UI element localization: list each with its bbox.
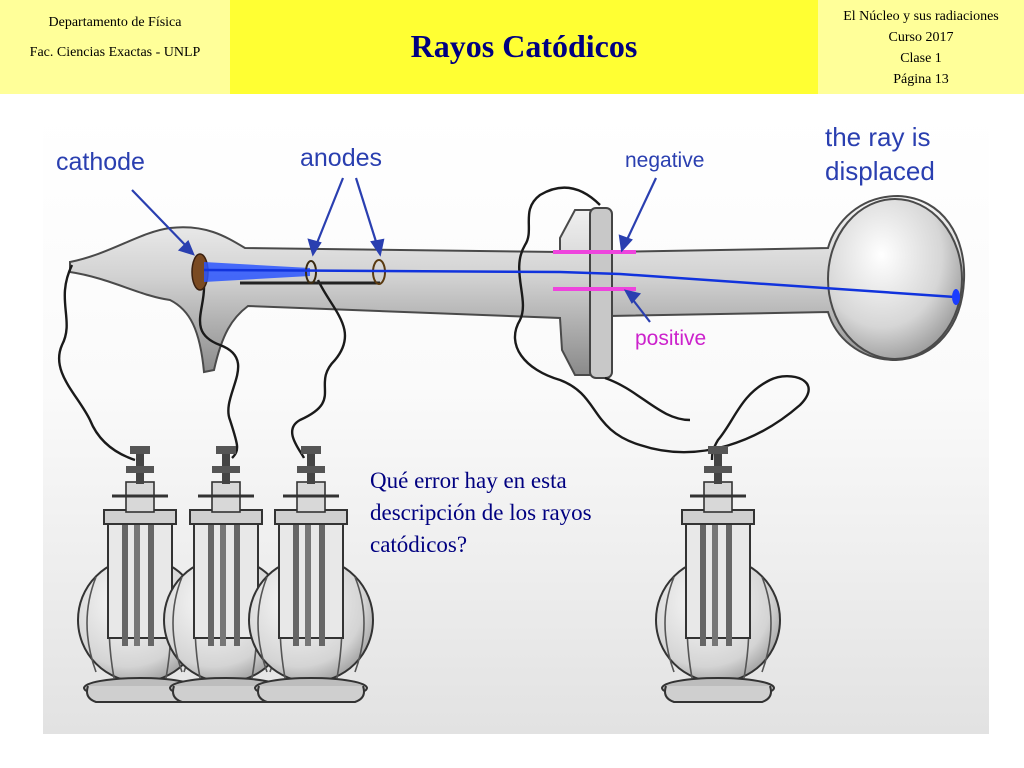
label-positive: positive bbox=[635, 327, 706, 350]
ray-impact-spot bbox=[952, 289, 960, 305]
header-course: El Núcleo y sus radiaciones Curso 2017 C… bbox=[818, 0, 1024, 94]
course-year: Curso 2017 bbox=[888, 30, 954, 45]
class-number: Clase 1 bbox=[900, 51, 942, 66]
page-title: Rayos Catódicos bbox=[410, 28, 638, 64]
label-ray-line1: the ray is bbox=[825, 122, 931, 152]
plate-collar bbox=[589, 207, 613, 379]
label-anodes: anodes bbox=[300, 144, 382, 172]
department-name: Departamento de Física bbox=[48, 15, 182, 30]
header-title-block: Rayos Catódicos bbox=[230, 0, 818, 94]
electron-beam-cone bbox=[204, 262, 310, 282]
course-topic: El Núcleo y sus radiaciones bbox=[843, 9, 999, 24]
glass-tube bbox=[69, 194, 966, 376]
header-department: Departamento de Física Fac. Ciencias Exa… bbox=[0, 0, 230, 94]
question-text: Qué error hay en esta descripción de los… bbox=[370, 468, 592, 557]
label-negative: negative bbox=[625, 149, 704, 172]
label-ray-line2: displaced bbox=[825, 156, 935, 186]
faculty-name: Fac. Ciencias Exactas - UNLP bbox=[29, 45, 201, 60]
label-arrows bbox=[131, 177, 657, 323]
connection-wires bbox=[57, 186, 810, 462]
glass-bulb bbox=[827, 198, 963, 360]
anode-1 bbox=[305, 260, 317, 284]
page-number: Página 13 bbox=[893, 72, 949, 87]
cathode-ray bbox=[203, 268, 956, 299]
label-cathode: cathode bbox=[56, 148, 145, 176]
battery-4 bbox=[654, 444, 782, 704]
